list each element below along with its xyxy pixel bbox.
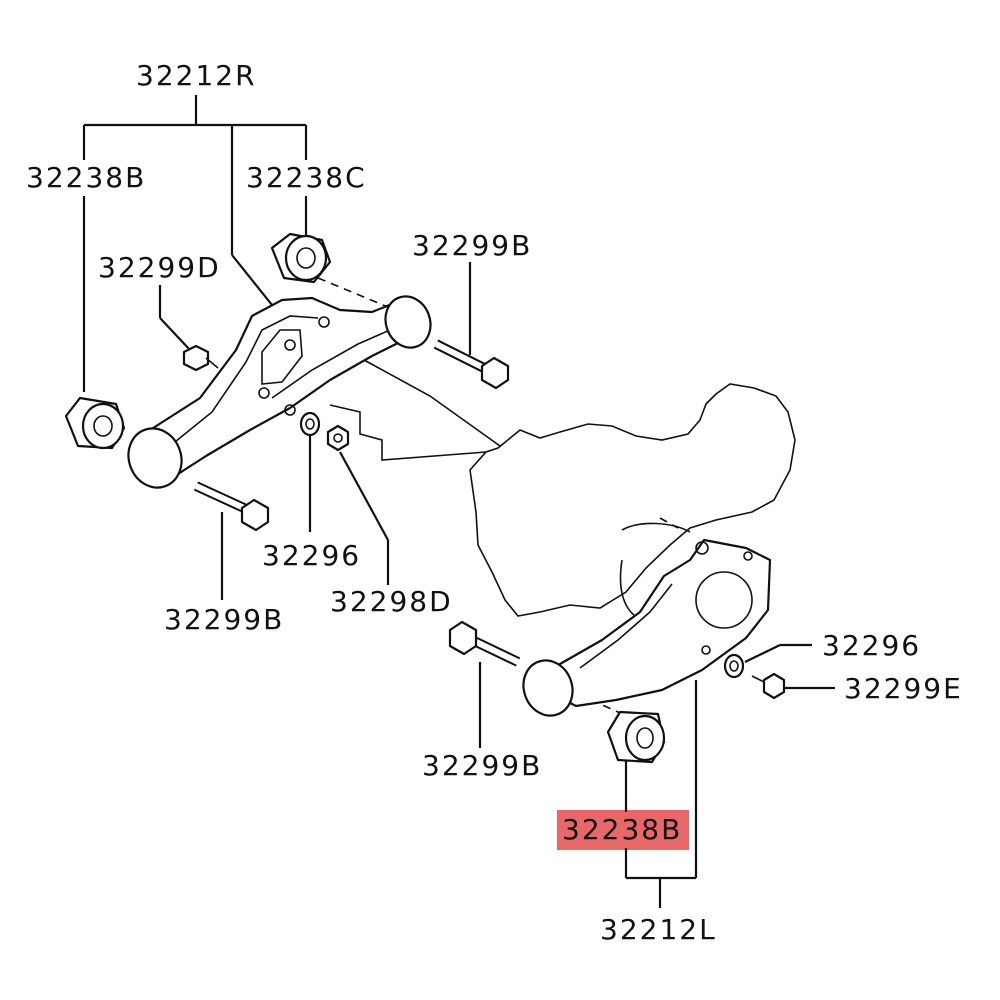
label-32299D[interactable]: 32299D bbox=[98, 251, 221, 284]
washer-32296-left bbox=[299, 411, 321, 437]
label-32298D[interactable]: 32298D bbox=[330, 585, 453, 618]
leader-lines bbox=[82, 95, 835, 908]
trailing-arm-right bbox=[127, 295, 432, 489]
label-32296-right[interactable]: 32296 bbox=[822, 629, 922, 662]
label-32238B-highlighted[interactable]: 32238B bbox=[562, 813, 683, 846]
bushing-32238C bbox=[270, 232, 332, 284]
bolt-32299E bbox=[751, 672, 786, 700]
washer-32296-right bbox=[723, 653, 745, 679]
bolt-32299B-top bbox=[433, 339, 510, 390]
label-32299B-left[interactable]: 32299B bbox=[164, 603, 285, 636]
bolt-32299D bbox=[182, 344, 219, 372]
label-32299E[interactable]: 32299E bbox=[844, 672, 963, 705]
highlight-box bbox=[557, 810, 689, 850]
label-32296-left[interactable]: 32296 bbox=[262, 539, 362, 572]
bolt-32299B-left bbox=[193, 481, 270, 532]
nut-32298D bbox=[326, 424, 350, 452]
label-32212R[interactable]: 32212R bbox=[136, 59, 257, 92]
bushing-32238B-right bbox=[606, 710, 666, 764]
label-32299B-top[interactable]: 32299B bbox=[412, 229, 533, 262]
label-32212L[interactable]: 32212L bbox=[600, 913, 717, 946]
trailing-arm-left bbox=[522, 538, 772, 717]
differential-housing bbox=[469, 383, 796, 617]
label-32238C[interactable]: 32238C bbox=[246, 161, 367, 194]
bushing-32238B-left bbox=[64, 396, 126, 450]
label-32238B-left[interactable]: 32238B bbox=[26, 161, 147, 194]
bolt-32299B-bottom bbox=[448, 620, 521, 667]
label-32299B-bottom[interactable]: 32299B bbox=[422, 749, 543, 782]
